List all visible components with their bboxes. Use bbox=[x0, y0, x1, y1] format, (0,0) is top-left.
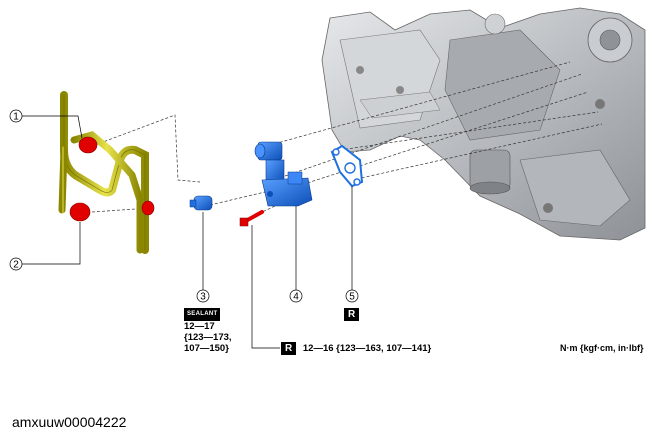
unit-note: N·m {kgf·cm, in·lbf} bbox=[560, 343, 644, 353]
callout-2: 2 bbox=[9, 257, 23, 271]
part-4-solenoid bbox=[254, 141, 313, 207]
torque-3-line1: 12—17 bbox=[184, 321, 215, 332]
svg-text:4: 4 bbox=[293, 292, 299, 303]
torque-4-leader bbox=[251, 225, 280, 349]
torque-3-line3: 107—150} bbox=[184, 343, 229, 354]
svg-text:1: 1 bbox=[13, 112, 19, 123]
svg-text:2: 2 bbox=[13, 260, 19, 271]
leader-lines bbox=[22, 115, 353, 290]
callout-3: 3 bbox=[196, 289, 210, 303]
part-3-connector bbox=[189, 195, 213, 211]
bolt bbox=[239, 210, 264, 227]
part-5-replace-badge: R bbox=[344, 304, 360, 322]
torque-spec-4: R 12—16 {123—163, 107—141} bbox=[281, 342, 431, 355]
torque-3-line2: {123—173, bbox=[184, 332, 232, 343]
engine-block bbox=[321, 7, 646, 241]
callout-4: 4 bbox=[289, 289, 303, 303]
torque-spec-3: SEALANT 12—17 {123—173, 107—150} bbox=[184, 307, 232, 354]
callout-1: 1 bbox=[9, 109, 23, 123]
sealant-badge: SEALANT bbox=[184, 308, 221, 321]
callout-5: 5 bbox=[345, 289, 359, 303]
r-badge: R bbox=[344, 308, 360, 321]
svg-text:3: 3 bbox=[200, 292, 206, 303]
svg-text:5: 5 bbox=[349, 292, 355, 303]
part-5-gasket bbox=[330, 144, 364, 188]
oil-pipe bbox=[58, 91, 155, 254]
r-badge: R bbox=[281, 342, 297, 355]
figure-id: amxuuw00004222 bbox=[12, 414, 127, 430]
torque-4-value: 12—16 {123—163, 107—141} bbox=[302, 343, 432, 354]
